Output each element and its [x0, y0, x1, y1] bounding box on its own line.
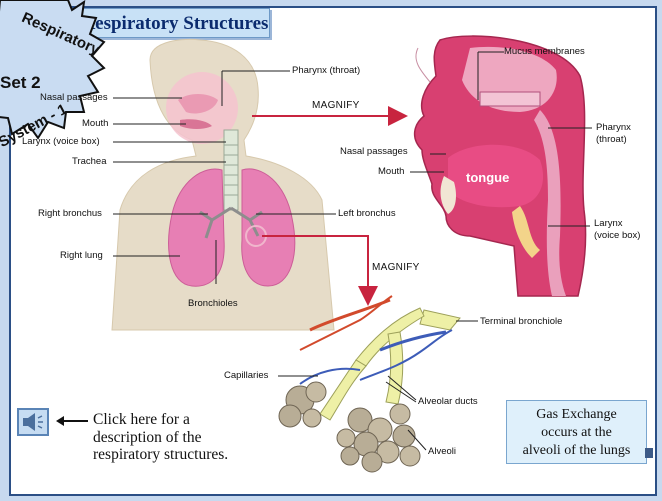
label-left-bronchus: Left bronchus [338, 208, 396, 219]
gas-exchange-box: Gas Exchange occurs at the alveoli of th… [506, 400, 647, 464]
label-right-lung: Right lung [60, 250, 103, 261]
speaker-icon [19, 410, 47, 434]
label-magnify-1: MAGNIFY [312, 100, 360, 111]
label-nasal-passages-left: Nasal passages [40, 92, 108, 103]
topic-badge: Respiratory Set 2 System - 1 [0, 0, 110, 180]
label-pharynx-right-1: Pharynx [596, 122, 631, 133]
gas-exchange-line-1: Gas Exchange [507, 406, 646, 424]
label-terminal-bronchiole: Terminal bronchiole [480, 316, 562, 327]
description-line-3: respiratory structures. [93, 446, 263, 464]
badge-line-2: Set 2 [0, 73, 41, 92]
audio-description-button[interactable] [17, 408, 49, 436]
label-nasal-passages-right: Nasal passages [340, 146, 408, 157]
label-larynx-right-1: Larynx [594, 218, 623, 229]
label-alveoli: Alveoli [428, 446, 456, 457]
next-slide-button[interactable] [645, 448, 653, 458]
label-larynx-left: Larynx (voice box) [22, 136, 100, 147]
label-mouth-left: Mouth [82, 118, 108, 129]
description-arrowhead [56, 416, 64, 426]
trachea [224, 130, 238, 210]
label-capillaries: Capillaries [224, 370, 268, 381]
label-mucus-membranes: Mucus membranes [504, 46, 585, 57]
gas-exchange-line-3: alveoli of the lungs [507, 442, 646, 460]
label-larynx-right-2: (voice box) [594, 230, 640, 241]
gas-exchange-line-2: occurs at the [507, 424, 646, 442]
description-line-1: Click here for a [93, 411, 263, 429]
label-pharynx-right-2: (throat) [596, 134, 627, 145]
label-trachea: Trachea [72, 156, 107, 167]
head-cross-section [415, 36, 586, 296]
label-tongue: tongue [466, 170, 509, 185]
description-instructions: Click here for a description of the resp… [93, 411, 263, 464]
label-mouth-right: Mouth [378, 166, 404, 177]
label-bronchioles: Bronchioles [188, 298, 238, 309]
label-magnify-2: MAGNIFY [372, 262, 420, 273]
label-alveolar-ducts: Alveolar ducts [418, 396, 478, 407]
label-right-bronchus: Right bronchus [38, 208, 102, 219]
description-line-2: description of the [93, 429, 263, 447]
label-pharynx-top: Pharynx (throat) [292, 65, 360, 76]
